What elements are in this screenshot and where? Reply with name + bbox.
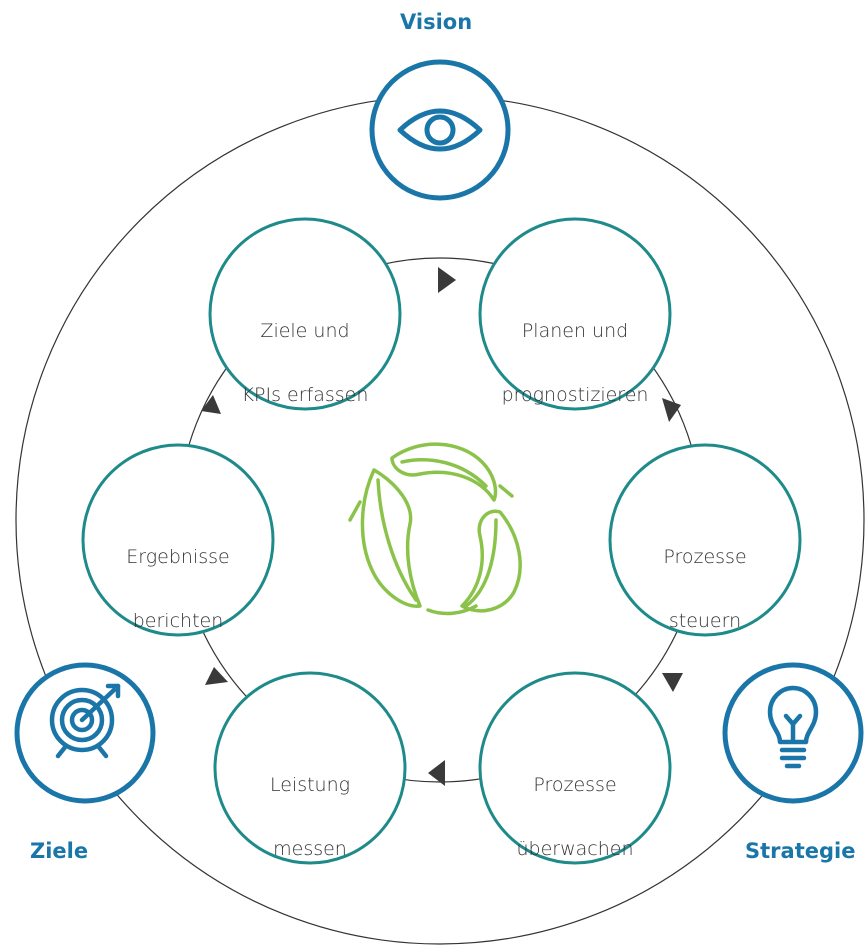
recycle-leaf-icon (348, 442, 522, 616)
step-1-line2: KPIs erfassen (241, 384, 369, 406)
step-circle-5 (213, 671, 407, 865)
cycle-arrow-2 (662, 398, 681, 422)
step-label-4: Prozesse überwachen (480, 737, 670, 897)
cycle-arrow-6 (201, 395, 221, 414)
step-5-line2: messen (273, 838, 347, 860)
step-label-5: Leistung messen (215, 737, 405, 897)
step-6-line1: Ergebnisse (126, 546, 230, 568)
step-1-line1: Ziele und (260, 320, 350, 342)
step-4-line2: überwachen (516, 838, 634, 860)
strategie-hub (722, 662, 864, 804)
step-6-line2: berichten (132, 610, 224, 632)
step-circle-4 (478, 671, 672, 865)
step-label-3: Prozesse steuern (610, 509, 800, 669)
step-2-line2: prognostizieren (501, 384, 649, 406)
lightbulb-icon (767, 685, 819, 769)
step-2-line1: Planen und (521, 320, 629, 342)
step-circle-2 (478, 217, 672, 411)
vision-hub (369, 59, 511, 201)
step-3-line1: Prozesse (663, 546, 747, 568)
ziele-hub (14, 662, 156, 804)
eye-icon (397, 108, 483, 152)
ziele-label: Ziele (30, 839, 89, 863)
step-label-1: Ziele und KPIs erfassen (210, 283, 400, 443)
step-circle-3 (608, 443, 802, 637)
cycle-arrow-4 (428, 760, 445, 786)
step-label-6: Ergebnisse berichten (83, 509, 273, 669)
step-circle-6 (81, 443, 275, 637)
cycle-arrow-1 (438, 267, 456, 293)
step-4-line1: Prozesse (533, 774, 617, 796)
cycle-arrow-5 (205, 667, 228, 685)
step-5-line1: Leistung (269, 774, 351, 796)
vision-label: Vision (400, 10, 473, 34)
step-3-line2: steuern (668, 610, 742, 632)
target-icon (49, 683, 121, 759)
cycle-arrow-3 (662, 673, 683, 692)
strategie-label: Strategie (745, 839, 856, 863)
step-circle-1 (208, 217, 402, 411)
step-label-2: Planen und prognostizieren (480, 283, 670, 443)
